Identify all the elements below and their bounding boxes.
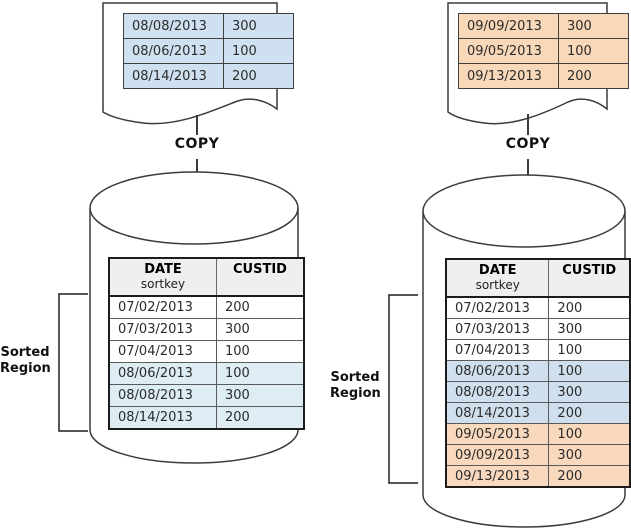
date-cell: 07/04/2013 [108, 340, 217, 363]
right-connector-line-bottom [527, 159, 529, 178]
custid-cell: 300 [548, 444, 631, 466]
date-cell: 08/14/2013 [108, 406, 217, 430]
right-connector-line-top [527, 114, 529, 135]
date-cell: 08/14/2013 [445, 402, 550, 424]
custid-column-header: CUSTID [216, 257, 305, 297]
date-cell: 08/06/2013 [108, 362, 217, 385]
custid-cell: 200 [548, 402, 631, 424]
custid-cell: 100 [558, 38, 629, 64]
custid-cell: 200 [216, 406, 305, 430]
custid-cell: 100 [216, 340, 305, 363]
custid-cell: 300 [548, 318, 631, 340]
date-cell: 07/03/2013 [108, 318, 217, 341]
date-cell: 09/13/2013 [458, 63, 559, 89]
date-header-label: DATE [144, 262, 182, 277]
left-connector-line-top [196, 115, 198, 135]
left-connector-line-bottom [196, 159, 198, 177]
cylinder-top [89, 171, 299, 245]
custid-cell: 300 [558, 13, 629, 39]
date-cell: 09/05/2013 [445, 423, 550, 445]
date-cell: 09/09/2013 [458, 13, 559, 39]
date-cell: 07/02/2013 [445, 296, 550, 319]
date-cell: 08/14/2013 [123, 63, 224, 89]
right-sorted-region-label: Sorted Region [330, 370, 381, 401]
custid-cell: 300 [216, 384, 305, 407]
custid-cell: 100 [548, 339, 631, 361]
date-cell: 09/05/2013 [458, 38, 559, 64]
custid-cell: 100 [548, 423, 631, 445]
date-cell: 08/08/2013 [108, 384, 217, 407]
left-sorted-region-bracket [58, 293, 88, 432]
date-column-header: DATE sortkey [445, 258, 550, 298]
custid-cell: 200 [223, 63, 294, 89]
custid-cell: 200 [548, 465, 631, 488]
sortkey-label: sortkey [475, 278, 520, 292]
date-column-header: DATE sortkey [108, 257, 217, 297]
bracket-shape [58, 293, 88, 432]
custid-cell: 300 [548, 381, 631, 403]
custid-column-header: CUSTID [548, 258, 631, 298]
cylinder-top [422, 174, 626, 248]
custid-header-label: CUSTID [233, 262, 287, 277]
date-cell: 08/06/2013 [123, 38, 224, 64]
custid-cell: 300 [216, 318, 305, 341]
left-sorted-region-label: Sorted Region [0, 345, 51, 376]
custid-cell: 200 [216, 295, 305, 319]
header-row: DATE sortkey CUSTID [108, 257, 305, 297]
date-cell: 08/08/2013 [123, 13, 224, 39]
custid-cell: 300 [223, 13, 294, 39]
custid-cell: 200 [558, 63, 629, 89]
left-copy-label: COPY [174, 136, 220, 152]
sortkey-label: sortkey [140, 277, 186, 291]
date-header-label: DATE [478, 263, 517, 278]
custid-cell: 100 [223, 38, 294, 64]
date-cell: 07/04/2013 [445, 339, 550, 361]
right-sorted-region-bracket [388, 294, 418, 484]
date-cell: 09/13/2013 [445, 465, 550, 488]
bracket-shape [388, 294, 418, 484]
right-copy-label: COPY [505, 136, 551, 152]
custid-cell: 100 [548, 360, 631, 382]
date-cell: 07/02/2013 [108, 295, 217, 319]
header-row: DATE sortkey CUSTID [445, 258, 631, 298]
date-cell: 09/09/2013 [445, 444, 550, 466]
date-cell: 07/03/2013 [445, 318, 550, 340]
date-cell: 08/08/2013 [445, 381, 550, 403]
custid-cell: 100 [216, 362, 305, 385]
custid-cell: 200 [548, 296, 631, 319]
custid-header-label: CUSTID [562, 263, 617, 278]
date-cell: 08/06/2013 [445, 360, 550, 382]
